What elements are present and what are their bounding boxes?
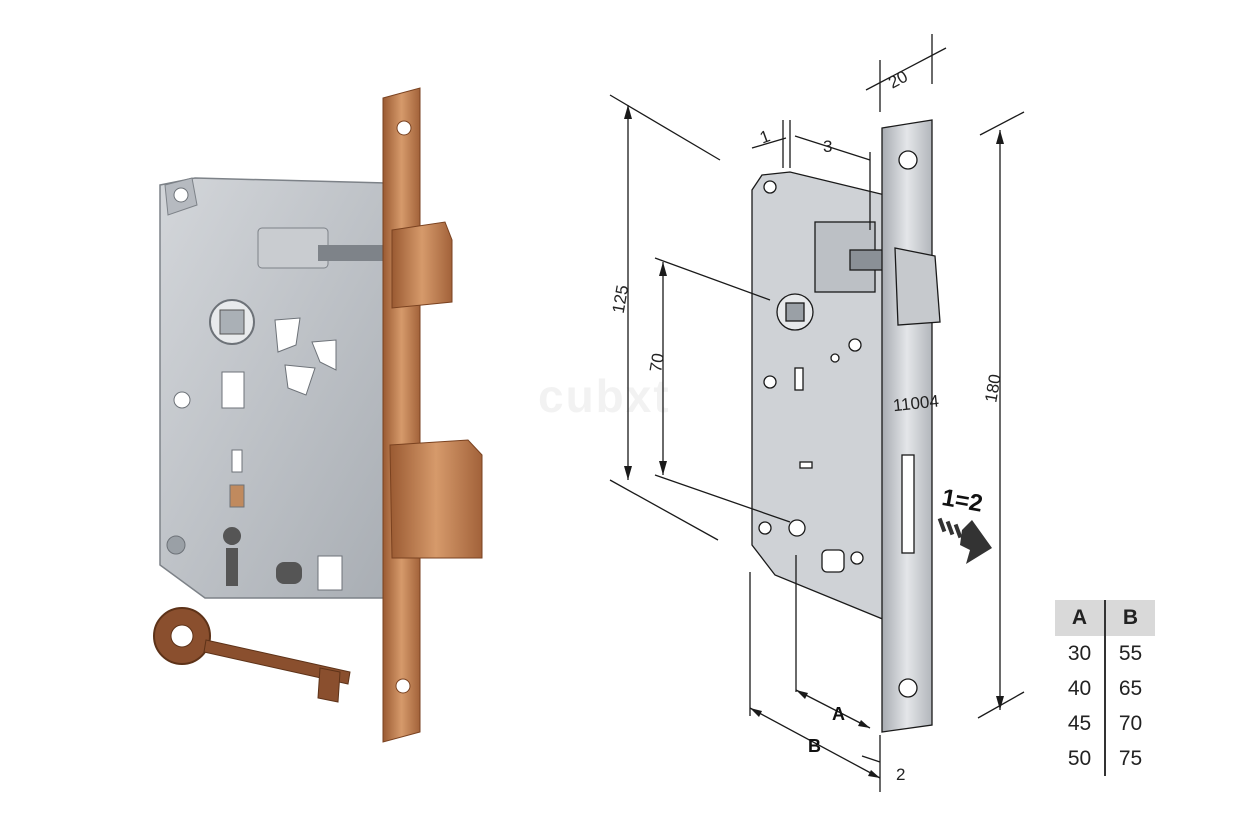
drawing-slot-1 [794,367,804,391]
dim-gap-1: 1 [757,126,772,147]
dim-height-125: 125 [609,284,633,315]
watermark: cubxt [538,370,671,422]
drawing-faceplate-hole-bottom [898,678,918,698]
key [153,607,351,703]
dim-label-b: B [808,736,821,756]
drawing-hole-top [763,180,777,194]
drawing-latch-bolt [894,247,941,326]
drawing-faceplate [881,119,933,733]
dim-offset-3: 3 [823,137,832,156]
model-code: 11004 [892,391,940,415]
table-row: 30 55 [1055,636,1155,671]
drawing-spindle-square [785,302,805,322]
spindle-square [219,309,245,335]
mount-hole-bottom [166,535,186,555]
keyhole [223,527,242,586]
table-cell-a: 40 [1055,671,1106,706]
dim-lines [609,34,1025,792]
table-header-row: A B [1055,600,1155,636]
body-cutout-3 [284,364,316,396]
table-cell-a: 45 [1055,706,1106,741]
table-header-b: B [1105,600,1155,636]
faceplate-hole-bottom [395,678,411,694]
drawing-bolt-slot [901,454,915,554]
key-bow-hole [170,624,194,648]
dim-height-180: 180 [981,373,1005,404]
body-cutout-4 [221,371,245,409]
body-slot-2 [229,484,245,508]
body-cutout-6 [317,555,343,591]
body-slot [231,449,243,473]
drawing-slot-2 [799,461,813,469]
reversible-label: 1=2 [940,484,985,518]
body-cutout-5 [276,562,302,584]
table-cell-a: 50 [1055,741,1106,776]
drawing-pin-2 [830,353,840,363]
body-cutout-2 [311,339,337,371]
drawing-cutout [821,549,845,573]
latch-spring-housing [257,227,329,269]
latch-bolt [391,221,453,309]
table-cell-b: 75 [1118,746,1143,770]
lock-photo [153,87,483,743]
table-cell-b: 55 [1118,641,1143,665]
latch-spring [318,245,386,261]
table-cell-a: 30 [1055,636,1106,671]
dim-arrows [624,105,1004,778]
table-row: 50 75 [1055,741,1155,776]
table-row: 45 70 [1055,706,1155,741]
drawing-keyhole [788,519,806,537]
key-bit [317,667,341,703]
reversible-arrow-icon [937,517,992,564]
faceplate-hole-top [396,120,412,136]
drawing-hole-mid [763,375,777,389]
drawing-pin-1 [848,338,862,352]
dim-label-a: A [832,704,845,724]
drawing-faceplate-hole-top [898,150,918,170]
dead-bolt [389,439,483,559]
drawing-pin-3 [850,551,864,565]
dim-height-70: 70 [646,352,668,374]
table-cell-b: 70 [1118,711,1143,735]
dim-width-20: 20 [885,67,911,93]
table-cell-b: 65 [1118,676,1143,700]
table-header-a: A [1055,600,1106,636]
ab-dimension-table: A B 30 55 40 65 45 70 50 75 [1055,600,1155,776]
dim-thick-2: 2 [896,765,905,784]
lock-technical-drawing [609,34,1025,792]
mount-hole-mid [173,391,191,409]
drawing-hole-bottom [758,521,772,535]
table-row: 40 65 [1055,671,1155,706]
faceplate-copper [382,87,421,743]
mount-hole-top [173,187,189,203]
body-cutout-1 [274,317,301,353]
key-shank [203,639,351,685]
